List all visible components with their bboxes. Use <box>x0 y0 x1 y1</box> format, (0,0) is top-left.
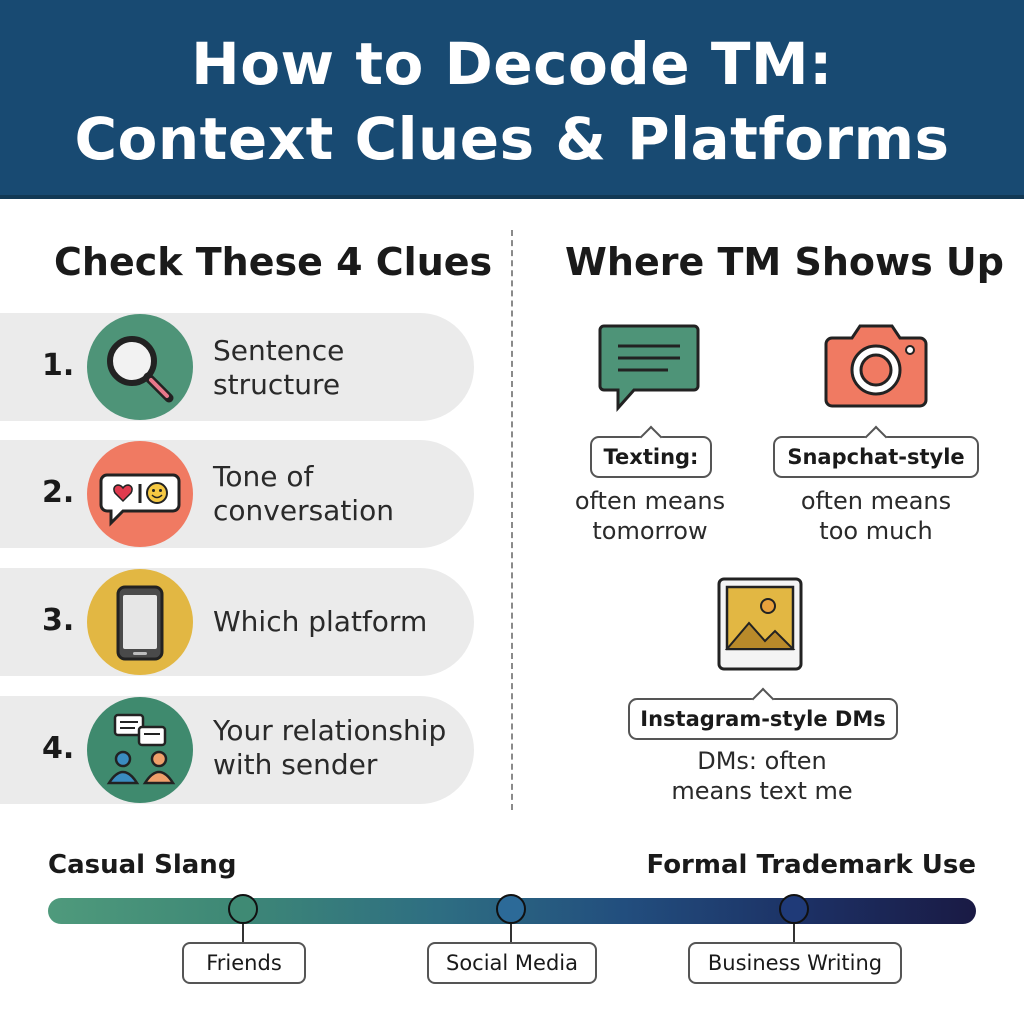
clue-pill <box>0 440 474 548</box>
header-banner: How to Decode TM: Context Clues & Platfo… <box>0 0 1024 199</box>
scale-label-social-media: Social Media <box>427 942 597 984</box>
chat-bubble-icon <box>598 322 700 412</box>
clue-number: 4. <box>42 731 75 766</box>
marker-stem <box>510 924 512 944</box>
photo-frame-icon <box>716 576 804 672</box>
clue-pill <box>0 696 474 804</box>
platform-description: often means too much <box>800 487 952 545</box>
smartphone-icon <box>87 569 193 675</box>
scale-marker-friends <box>228 894 258 924</box>
emoji-chat-bubble-icon <box>87 441 193 547</box>
section-divider <box>511 230 513 810</box>
platform-tag: Snapchat-style <box>773 425 979 478</box>
clue-label: Which platform <box>213 605 428 638</box>
clue-pill <box>0 313 474 421</box>
camera-icon <box>824 320 928 410</box>
scale-marker-social-media <box>496 894 526 924</box>
clue-number: 3. <box>42 603 75 638</box>
title-line-2: Context Clues & Platforms <box>74 105 950 173</box>
marker-stem <box>242 924 244 944</box>
platform-tag: Texting: <box>590 425 712 478</box>
magnifying-glass-icon <box>87 314 193 420</box>
marker-stem <box>793 924 795 944</box>
scale-label-friends: Friends <box>182 942 306 984</box>
clue-pill <box>0 568 474 676</box>
scale-right-label: Formal Trademark Use <box>646 850 976 880</box>
clue-label: Sentence structure <box>213 334 345 401</box>
clues-title: Check These 4 Clues <box>54 240 493 284</box>
scale-label-business-writing: Business Writing <box>688 942 902 984</box>
clue-label: Tone of conversation <box>213 460 394 527</box>
scale-marker-business <box>779 894 809 924</box>
platform-description: DMs: often means text me <box>671 747 853 805</box>
title-line-1: How to Decode TM: <box>191 30 833 98</box>
platform-description: often means tomorrow <box>574 487 726 545</box>
clue-number: 1. <box>42 348 75 383</box>
clue-label: Your relationship with sender <box>213 714 447 781</box>
platform-tag: Instagram-style DMs <box>628 687 898 740</box>
scale-left-label: Casual Slang <box>48 850 237 880</box>
people-chat-icon <box>87 697 193 803</box>
platforms-title: Where TM Shows Up <box>565 240 1004 284</box>
clue-number: 2. <box>42 475 75 510</box>
